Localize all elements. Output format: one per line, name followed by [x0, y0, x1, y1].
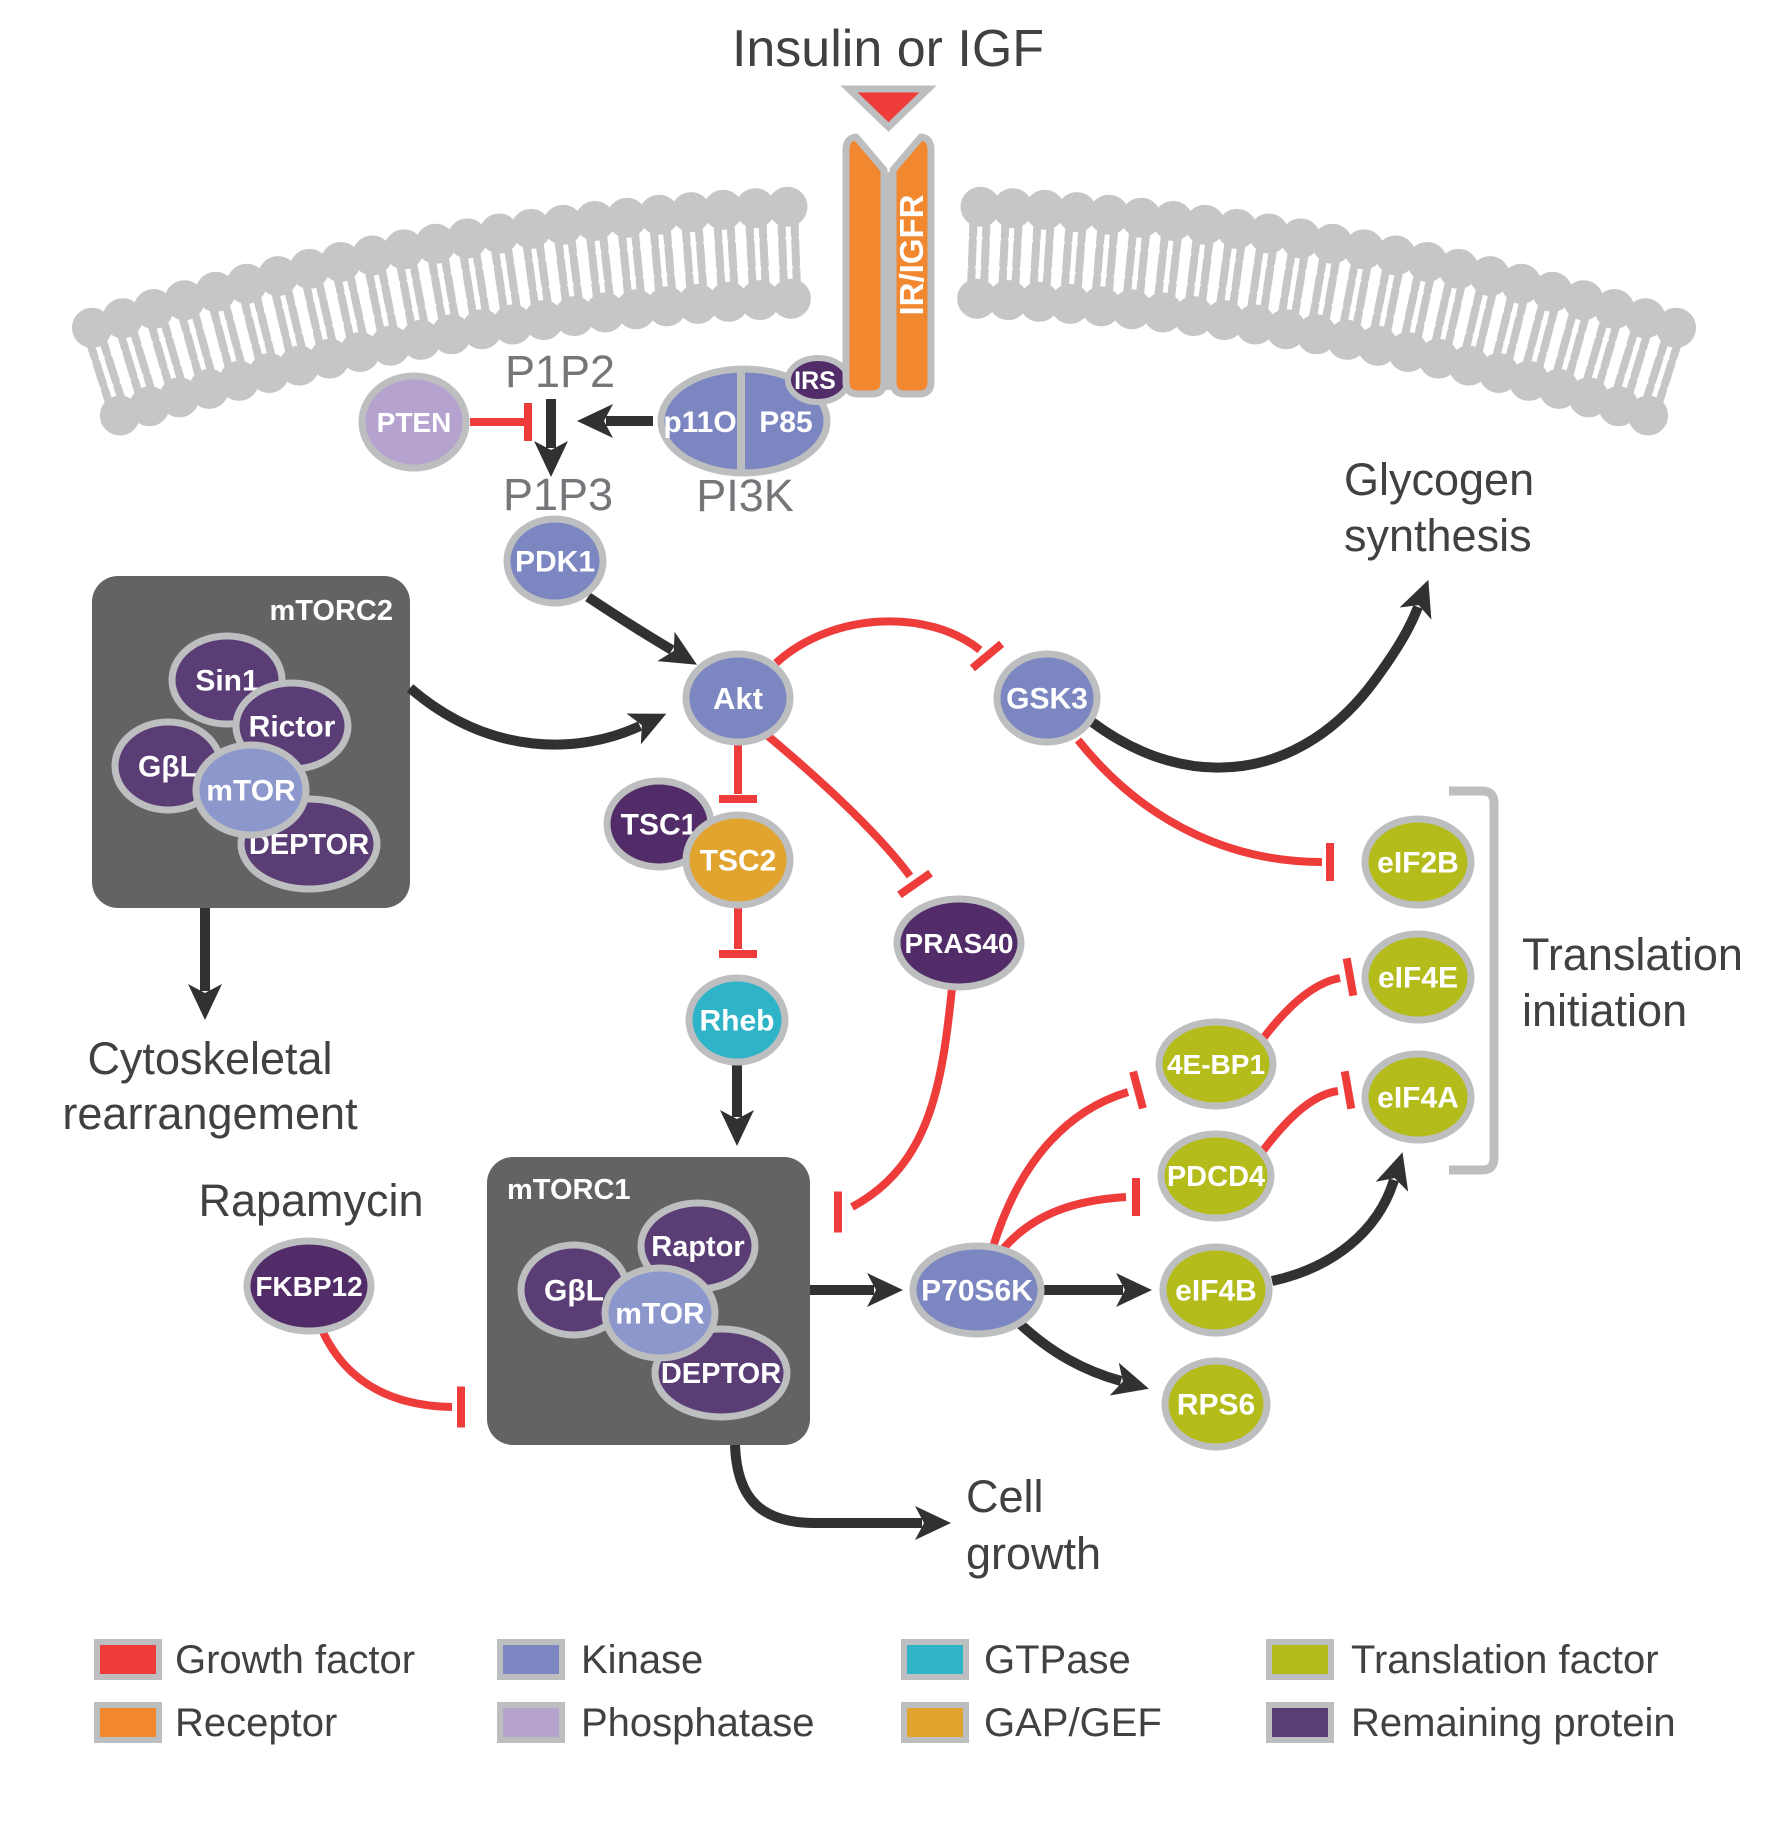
svg-text:Cytoskeletal: Cytoskeletal	[87, 1033, 332, 1084]
svg-text:Phosphatase: Phosphatase	[581, 1701, 815, 1745]
svg-text:Translation: Translation	[1522, 929, 1743, 980]
svg-text:IR/IGFR: IR/IGFR	[893, 194, 930, 315]
svg-text:Translation factor: Translation factor	[1351, 1638, 1659, 1682]
svg-text:mTOR: mTOR	[615, 1298, 705, 1331]
svg-text:Rapamycin: Rapamycin	[198, 1175, 423, 1226]
svg-text:Rheb: Rheb	[700, 1005, 775, 1038]
svg-text:eIF4B: eIF4B	[1175, 1275, 1257, 1308]
svg-text:Remaining protein: Remaining protein	[1351, 1701, 1676, 1745]
svg-text:eIF4E: eIF4E	[1378, 962, 1458, 995]
svg-text:initiation: initiation	[1522, 985, 1687, 1036]
svg-text:eIF2B: eIF2B	[1377, 847, 1459, 880]
svg-text:Receptor: Receptor	[175, 1701, 337, 1745]
svg-text:P1P3: P1P3	[503, 469, 613, 520]
svg-text:FKBP12: FKBP12	[255, 1271, 362, 1302]
svg-text:eIF4A: eIF4A	[1377, 1082, 1459, 1115]
svg-text:mTORC2: mTORC2	[269, 595, 393, 627]
svg-text:DEPTOR: DEPTOR	[661, 1358, 781, 1390]
svg-text:P1P2: P1P2	[505, 346, 615, 397]
svg-text:PTEN: PTEN	[377, 407, 452, 438]
svg-text:PDK1: PDK1	[515, 546, 595, 579]
svg-text:PRAS40: PRAS40	[905, 928, 1014, 959]
svg-text:Glycogen: Glycogen	[1344, 454, 1534, 505]
svg-text:GTPase: GTPase	[984, 1638, 1131, 1682]
svg-text:4E-BP1: 4E-BP1	[1167, 1049, 1265, 1080]
svg-text:Cell: Cell	[966, 1471, 1044, 1522]
svg-text:Sin1: Sin1	[195, 665, 258, 698]
svg-text:GβL: GβL	[544, 1275, 604, 1308]
svg-text:GβL: GβL	[138, 751, 198, 784]
svg-text:PDCD4: PDCD4	[1167, 1161, 1265, 1193]
svg-text:synthesis: synthesis	[1344, 510, 1532, 561]
svg-text:RPS6: RPS6	[1177, 1389, 1255, 1422]
svg-text:Kinase: Kinase	[581, 1638, 703, 1682]
svg-text:TSC1: TSC1	[621, 809, 698, 842]
svg-text:p11O: p11O	[663, 406, 736, 439]
svg-text:P85: P85	[759, 406, 812, 439]
svg-text:rearrangement: rearrangement	[62, 1088, 358, 1139]
svg-text:IRS: IRS	[794, 367, 836, 395]
svg-text:Rictor: Rictor	[249, 711, 336, 744]
svg-text:GAP/GEF: GAP/GEF	[984, 1701, 1162, 1745]
svg-text:TSC2: TSC2	[700, 845, 777, 878]
svg-text:mTOR: mTOR	[206, 775, 296, 808]
svg-text:growth: growth	[966, 1528, 1101, 1579]
svg-text:Insulin or IGF: Insulin or IGF	[732, 20, 1044, 78]
svg-text:Growth factor: Growth factor	[175, 1638, 415, 1682]
svg-text:Akt: Akt	[713, 681, 763, 716]
svg-text:mTORC1: mTORC1	[507, 1174, 631, 1206]
svg-text:P70S6K: P70S6K	[921, 1275, 1033, 1308]
svg-text:GSK3: GSK3	[1006, 683, 1088, 716]
svg-text:Raptor: Raptor	[651, 1231, 744, 1263]
svg-text:PI3K: PI3K	[696, 470, 794, 521]
